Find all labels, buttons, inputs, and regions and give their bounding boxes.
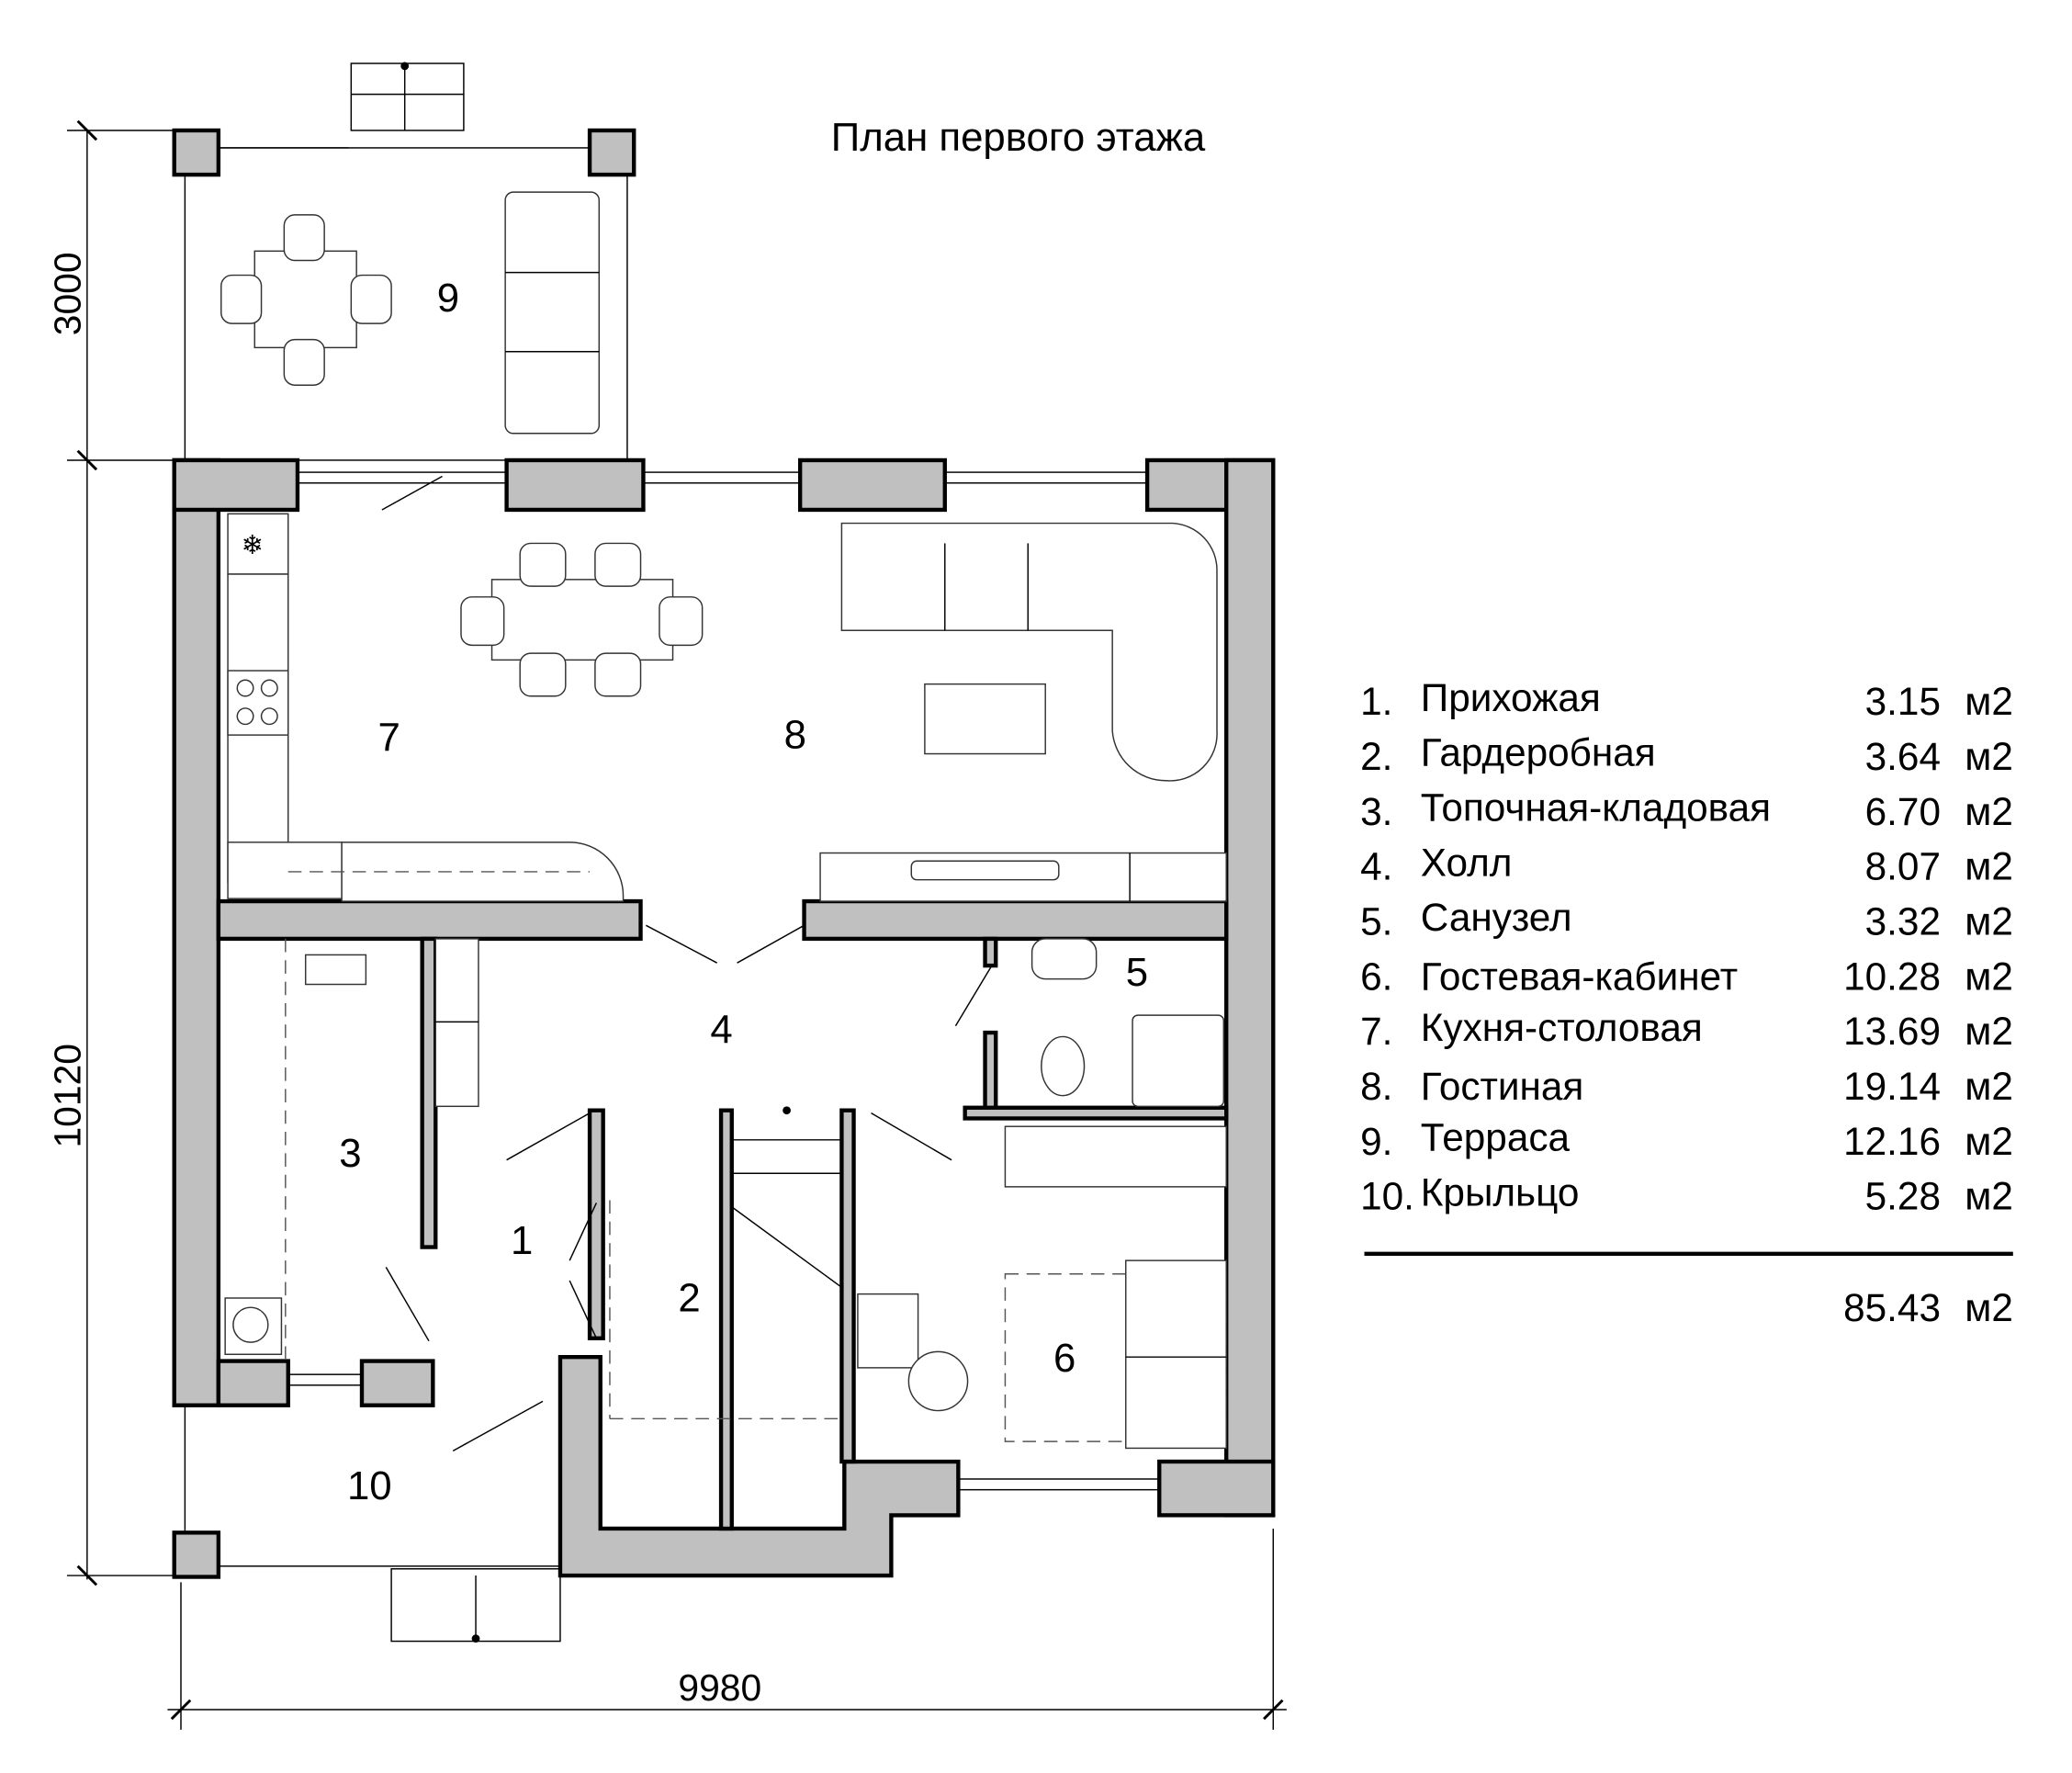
lower-furniture bbox=[224, 938, 1227, 1450]
corner-sofa bbox=[840, 522, 1218, 782]
room-number-5: 5 bbox=[1126, 950, 1148, 995]
room-number-7: 7 bbox=[378, 716, 400, 761]
room-number-8: 8 bbox=[784, 713, 806, 758]
room-number-9: 9 bbox=[437, 276, 459, 321]
bed bbox=[1125, 1259, 1227, 1450]
room-number-3: 3 bbox=[339, 1131, 361, 1176]
total-unit: м2 bbox=[1965, 1286, 2013, 1329]
furniture: ❄ bbox=[227, 513, 1227, 902]
svg-text:м2: м2 bbox=[1965, 680, 2013, 723]
svg-text:Кухня-столовая: Кухня-столовая bbox=[1421, 1006, 1703, 1049]
porch bbox=[172, 1404, 561, 1643]
room-number-4: 4 bbox=[710, 1008, 732, 1053]
desk bbox=[857, 1293, 919, 1369]
office-chair bbox=[907, 1350, 969, 1412]
svg-text:1.: 1. bbox=[1360, 680, 1392, 723]
stove bbox=[227, 670, 289, 736]
svg-text:5.: 5. bbox=[1360, 900, 1392, 943]
svg-text:м2: м2 bbox=[1965, 790, 2013, 833]
plan-title: План первого этажа bbox=[831, 115, 1206, 160]
terrace-sofa bbox=[504, 191, 601, 435]
svg-text:10.28: 10.28 bbox=[1843, 954, 1941, 998]
doors bbox=[381, 475, 993, 1451]
windows bbox=[287, 471, 1160, 1491]
svg-text:м2: м2 bbox=[1965, 1120, 2013, 1163]
washbasin bbox=[1030, 938, 1098, 980]
svg-text:Терраса: Терраса bbox=[1421, 1115, 1571, 1158]
svg-text:3.15: 3.15 bbox=[1865, 680, 1941, 723]
svg-text:м2: м2 bbox=[1965, 900, 2013, 943]
terrace-table bbox=[253, 250, 357, 349]
dimension-terrace-depth: 3000 bbox=[47, 252, 89, 335]
svg-text:м2: м2 bbox=[1965, 1010, 2013, 1053]
total-area: 85.43 bbox=[1843, 1286, 1941, 1329]
fridge bbox=[227, 513, 289, 575]
svg-text:Гардеробная: Гардеробная bbox=[1421, 731, 1656, 774]
svg-text:Санузел: Санузел bbox=[1421, 896, 1572, 939]
wardrobe bbox=[1004, 1125, 1227, 1188]
svg-text:5.28: 5.28 bbox=[1865, 1175, 1941, 1218]
svg-text:3.: 3. bbox=[1360, 790, 1392, 833]
svg-text:Прихожая: Прихожая bbox=[1421, 676, 1601, 719]
svg-text:7.: 7. bbox=[1360, 1010, 1392, 1053]
svg-text:м2: м2 bbox=[1965, 845, 2013, 888]
room-legend: 1. Прихожая 3.15 м2 2. Гардеробная 3.64 м2 3. Т… bbox=[1360, 676, 2013, 1329]
svg-text:8.: 8. bbox=[1360, 1065, 1392, 1108]
coffee-table bbox=[924, 683, 1046, 755]
svg-text:19.14: 19.14 bbox=[1843, 1065, 1941, 1108]
svg-text:12.16: 12.16 bbox=[1843, 1120, 1941, 1163]
room-numbers: 1 2 3 4 5 6 7 8 9 10 bbox=[339, 276, 1148, 1508]
svg-text:м2: м2 bbox=[1965, 954, 2013, 998]
svg-text:8.07: 8.07 bbox=[1865, 845, 1941, 888]
svg-text:м2: м2 bbox=[1965, 735, 2013, 778]
svg-text:6.70: 6.70 bbox=[1865, 790, 1941, 833]
svg-text:Крыльцо: Крыльцо bbox=[1421, 1170, 1580, 1214]
svg-text:9.: 9. bbox=[1360, 1120, 1392, 1163]
legend-row: 4. Холл 8.07 м2 bbox=[1360, 841, 2013, 887]
legend-row: 7. Кухня-столовая 13.69 м2 bbox=[1360, 1006, 2013, 1053]
svg-text:Холл: Холл bbox=[1421, 841, 1513, 884]
svg-text:4.: 4. bbox=[1360, 845, 1392, 888]
dimension-lines bbox=[66, 119, 1287, 1730]
svg-text:Топочная-кладовая: Топочная-кладовая bbox=[1421, 785, 1771, 829]
legend-row: 8. Гостиная 19.14 м2 bbox=[1360, 1065, 2013, 1108]
room-number-10: 10 bbox=[347, 1463, 392, 1508]
svg-text:м2: м2 bbox=[1965, 1175, 2013, 1218]
legend-row: 6. Гостевая-кабинет 10.28 м2 bbox=[1360, 954, 2013, 998]
walls bbox=[172, 457, 1276, 1578]
legend-row: 3. Топочная-кладовая 6.70 м2 bbox=[1360, 785, 2013, 832]
svg-text:м2: м2 bbox=[1965, 1065, 2013, 1108]
terrace bbox=[172, 62, 636, 461]
dining-table bbox=[490, 579, 674, 661]
dimension-house-width: 9980 bbox=[678, 1666, 761, 1709]
room-number-6: 6 bbox=[1053, 1336, 1075, 1381]
toilet bbox=[1041, 1035, 1086, 1097]
svg-text:6.: 6. bbox=[1360, 954, 1392, 998]
room-number-1: 1 bbox=[511, 1218, 533, 1263]
legend-row: 9. Терраса 12.16 м2 bbox=[1360, 1115, 2013, 1162]
svg-text:10.: 10. bbox=[1360, 1175, 1414, 1218]
legend-row: 2. Гардеробная 3.64 м2 bbox=[1360, 731, 2013, 778]
svg-text:3.64: 3.64 bbox=[1865, 735, 1941, 778]
svg-text:Гостевая-кабинет: Гостевая-кабинет bbox=[1421, 954, 1738, 998]
dimension-house-depth: 10120 bbox=[47, 1044, 89, 1148]
svg-text:2.: 2. bbox=[1360, 735, 1392, 778]
sink bbox=[227, 841, 343, 899]
svg-text:13.69: 13.69 bbox=[1843, 1010, 1941, 1053]
svg-text:❄: ❄ bbox=[242, 531, 264, 560]
room-number-2: 2 bbox=[678, 1276, 700, 1321]
svg-text:Гостиная: Гостиная bbox=[1421, 1065, 1584, 1108]
shower bbox=[1132, 1014, 1225, 1108]
svg-text:3.32: 3.32 bbox=[1865, 900, 1941, 943]
legend-row: 10.Крыльцо 5.28 м2 bbox=[1360, 1170, 2013, 1217]
legend-row: 1. Прихожая 3.15 м2 bbox=[1360, 676, 2013, 723]
legend-row: 5. Санузел 3.32 м2 bbox=[1360, 896, 2013, 943]
